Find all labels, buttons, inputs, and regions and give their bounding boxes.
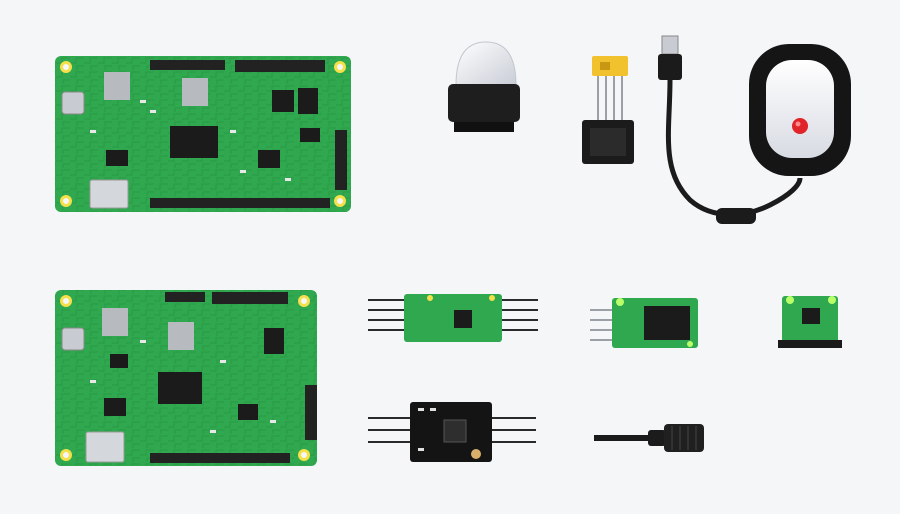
usb-cable bbox=[658, 35, 803, 224]
microcontroller-board bbox=[55, 56, 351, 212]
sensor-breakout bbox=[368, 294, 538, 342]
cable-connector bbox=[594, 424, 704, 452]
ic-breakout bbox=[582, 56, 634, 240]
sensor-breakout bbox=[368, 402, 536, 462]
sensor-breakout bbox=[590, 298, 698, 348]
microcontroller-board bbox=[55, 290, 317, 466]
push-button bbox=[749, 44, 851, 176]
sensor-probe bbox=[778, 296, 842, 466]
pir-motion-sensor bbox=[448, 41, 520, 240]
